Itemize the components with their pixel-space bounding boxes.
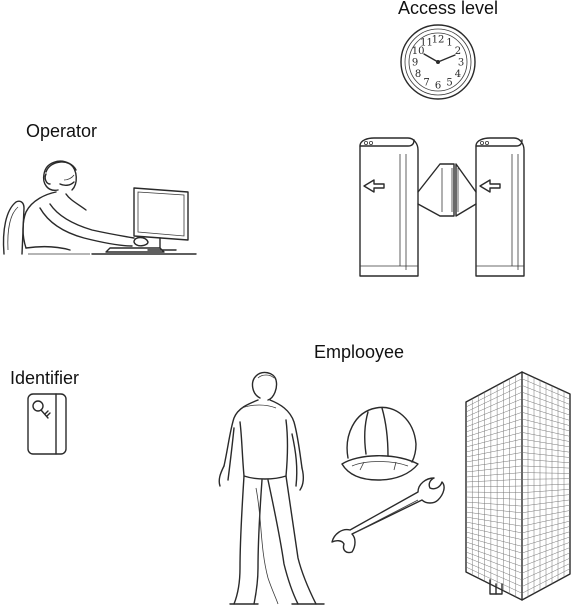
clock-numeral: 1 — [446, 38, 452, 49]
key-card-icon — [27, 393, 67, 455]
window-row-line — [465, 541, 523, 561]
window-row-line — [465, 516, 523, 527]
window-row-line — [465, 391, 523, 418]
wrench-icon — [331, 477, 445, 554]
window-row-line — [465, 479, 523, 483]
window-row-line — [465, 418, 523, 438]
window-row-line — [465, 531, 523, 547]
window-row-line — [465, 385, 523, 413]
clock-numeral: 6 — [435, 81, 441, 92]
access-level-label: Access level — [398, 0, 499, 18]
window-row-line — [465, 452, 523, 463]
window-row-line — [465, 556, 523, 581]
window-row-line — [465, 496, 523, 500]
clock-numeral: 3 — [458, 58, 464, 69]
hard-hat-icon — [341, 406, 419, 481]
window-row-line — [465, 561, 523, 587]
window-row-line — [465, 536, 523, 554]
clock-numeral: 8 — [415, 69, 421, 80]
window-row-line — [465, 526, 523, 540]
operator-at-computer-icon — [2, 160, 197, 255]
office-building-icon — [465, 371, 571, 601]
window-row-line — [465, 398, 523, 423]
window-row-line — [465, 378, 523, 408]
identifier-label: Identifier — [10, 368, 80, 388]
clock-numeral: 4 — [455, 69, 461, 80]
clock-numeral: 9 — [412, 58, 418, 69]
clock-numeral: 12 — [432, 35, 445, 46]
window-row-line — [465, 432, 523, 448]
window-row-line — [465, 521, 523, 534]
window-row-line — [465, 411, 523, 433]
window-row-line — [465, 472, 523, 478]
clock-numeral: 5 — [446, 77, 452, 88]
window-row-line — [465, 491, 523, 493]
window-row-line — [465, 438, 523, 453]
window-row-line — [465, 506, 523, 514]
standing-worker-icon — [218, 371, 325, 605]
window-row-line — [465, 405, 523, 428]
window-row-line — [465, 511, 523, 520]
clock-numeral: 11 — [420, 38, 433, 49]
window-row-line — [465, 425, 523, 443]
window-row-line — [465, 566, 523, 594]
clock-numeral: 2 — [455, 46, 461, 57]
window-row-line — [465, 485, 523, 488]
turnstile-gate-icon — [359, 137, 525, 277]
window-row-line — [465, 465, 523, 473]
clock-numeral: 7 — [423, 77, 429, 88]
window-row-line — [465, 458, 523, 468]
window-row-line — [465, 445, 523, 458]
window-row-line — [465, 501, 523, 507]
building-window-grid-right — [521, 374, 571, 597]
building-window-grid-left — [465, 375, 523, 597]
clock-numeral: 10 — [412, 46, 425, 57]
operator-label: Operator — [26, 121, 98, 141]
window-row-line — [465, 551, 523, 574]
employee-label: Emplooyee — [314, 342, 405, 362]
window-row-line — [465, 546, 523, 567]
